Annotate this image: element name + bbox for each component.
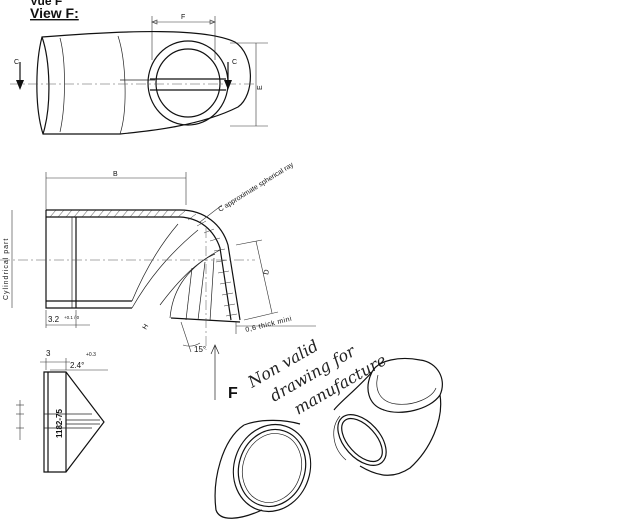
dim-e-label: E [257, 85, 264, 90]
detail-view: 3 2.4° +0.3 1182-75 [16, 349, 108, 473]
dim-f-label: F [181, 14, 185, 21]
view-letter-f: F [228, 385, 238, 402]
part-code-label: 1182-75 [55, 409, 64, 438]
approx-spherical-note: C approximate spherical ray [217, 161, 295, 213]
dim-d-label: D [263, 269, 271, 275]
top-cut-label: Vue F [30, 0, 62, 8]
dim-b-label: B [113, 171, 118, 178]
cylindrical-part-label: Cylindrical part [3, 238, 10, 300]
dim-3-label: 3 [46, 349, 51, 358]
wall-hatching [49, 209, 238, 317]
angle-24-label: 2.4° [70, 361, 84, 370]
isometric-views: F [214, 357, 443, 519]
dim-32-label: 3.2 [48, 315, 60, 324]
section-c-left: C [14, 59, 19, 66]
section-c-right: C [232, 59, 237, 66]
angle-15-label: 15° [194, 345, 206, 354]
view-title: View F: [30, 5, 79, 21]
angle-24-tolerance: +0.3 [86, 352, 96, 358]
dim-h-label: H [142, 323, 151, 331]
handwritten-note: Non valid drawing for manufacture [210, 336, 390, 418]
top-view: F C C E [10, 14, 268, 135]
section-view: B Cylindrical part [0, 161, 316, 354]
dim-32-tolerance: +0.1 / 0 [64, 315, 80, 320]
